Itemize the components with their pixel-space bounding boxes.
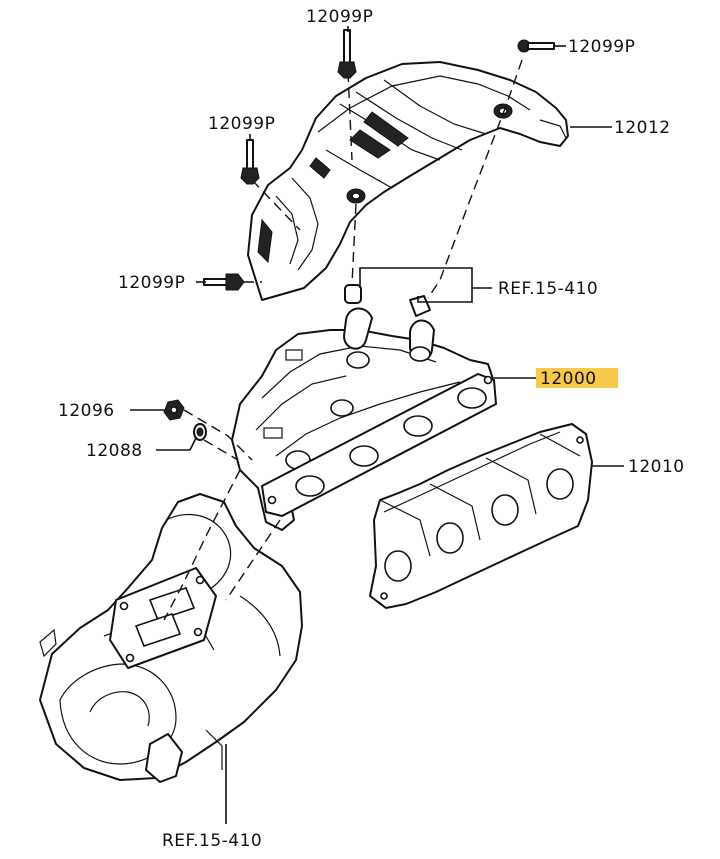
callout-bolt-left-upper[interactable]: 12099P [208,114,275,134]
callout-bolt-left-lower[interactable]: 12099P [118,273,185,293]
callout-manifold[interactable]: 12000 [540,369,597,389]
turbocharger-part[interactable] [39,493,303,783]
callout-heat-shield[interactable]: 12012 [614,118,671,138]
bolt-icon[interactable] [240,139,260,185]
washer-icon[interactable] [193,423,207,441]
nut-icon[interactable] [163,399,185,421]
bolt-icon[interactable] [203,273,245,291]
assembly-lines [163,59,523,621]
bolt-icon[interactable] [517,39,555,53]
callout-ref-upper[interactable]: REF.15-410 [498,279,598,299]
callout-washer[interactable]: 12088 [86,441,143,461]
leader-lines [130,26,624,824]
callout-bolt-top-right[interactable]: 12099P [568,37,635,57]
bolt-icon[interactable] [337,29,357,79]
callout-gasket[interactable]: 12010 [628,457,685,477]
exhaust-manifold-part[interactable] [231,284,497,531]
callout-ref-lower[interactable]: REF.15-410 [162,831,262,851]
gasket-part[interactable] [369,423,593,609]
heat-shield-part[interactable] [247,61,569,301]
callout-bolt-top[interactable]: 12099P [306,7,373,27]
callout-nut[interactable]: 12096 [58,401,115,421]
manifold-highlight [536,368,618,388]
